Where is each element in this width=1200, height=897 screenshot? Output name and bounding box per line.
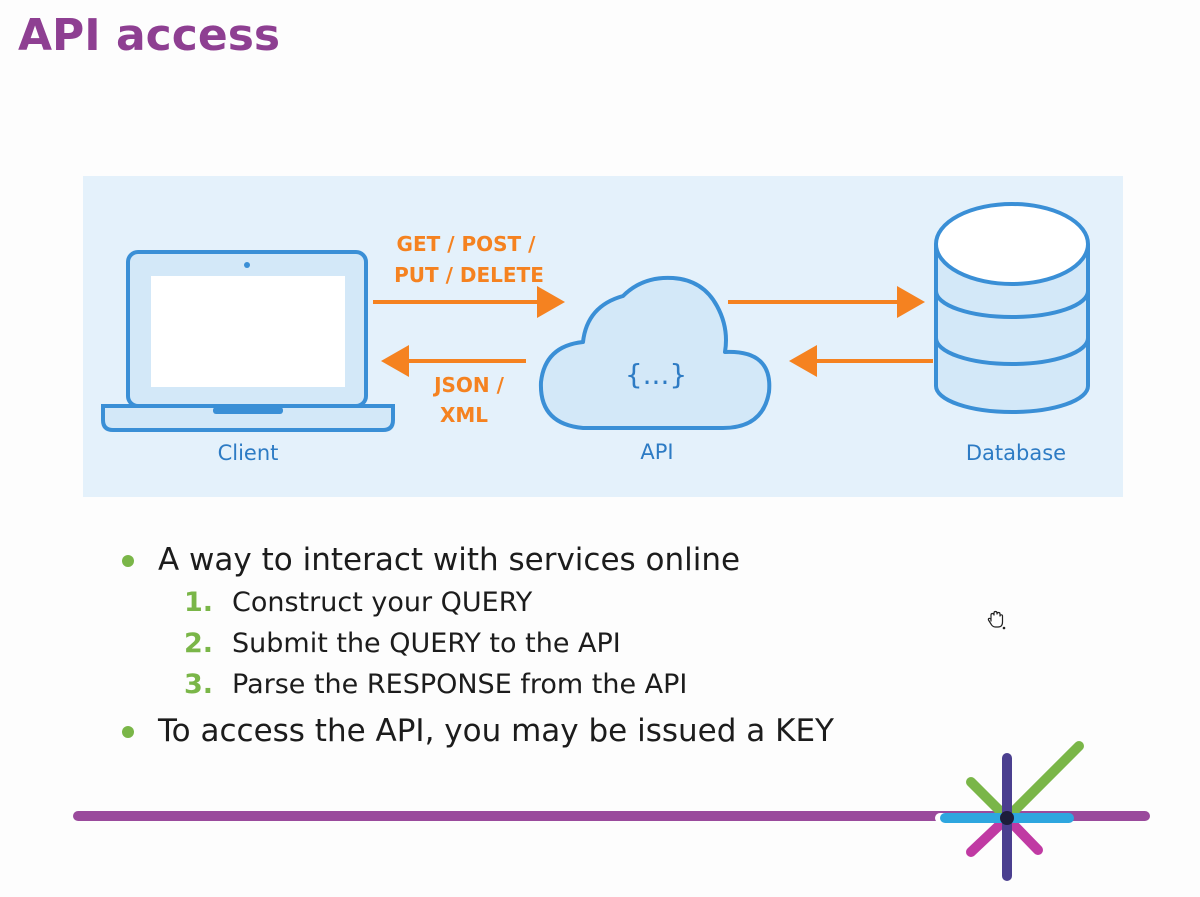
response-format-line-1: JSON / [432,373,505,397]
api-diagram: Client GET / POST / PUT / DELETE JSON / … [83,176,1123,497]
cloud-icon [538,275,772,430]
api-symbol: {...} [625,358,687,391]
bullet-list: A way to interact with services online 1… [118,538,834,753]
laptop-icon [101,250,395,432]
slide-title: API access [18,10,281,61]
request-methods-line-2: PUT / DELETE [394,263,544,287]
bullet-item: To access the API, you may be issued a K… [118,709,834,753]
request-methods-line-1: GET / POST / [397,232,537,256]
step-item: 2. Submit the QUERY to the API [158,623,834,664]
step-number: 3. [184,669,214,700]
step-text: Construct your QUERY [232,587,533,618]
step-text: Submit the QUERY to the API [232,628,621,659]
bullet-dot-icon [122,555,134,567]
client-label: Client [218,441,279,465]
step-item: 1. Construct your QUERY [158,582,834,623]
step-item: 3. Parse the RESPONSE from the API [158,664,834,705]
database-label: Database [966,441,1066,465]
bullet-item: A way to interact with services online 1… [118,538,834,705]
api-label: API [640,440,673,464]
step-number: 1. [184,587,214,618]
step-number: 2. [184,628,214,659]
step-list: 1. Construct your QUERY 2. Submit the QUER… [158,582,834,705]
response-format-line-2: XML [440,403,488,427]
step-text: Parse the RESPONSE from the API [232,669,688,700]
database-icon [934,202,1090,414]
hand-cursor-icon [985,609,1007,631]
bullet-text: To access the API, you may be issued a K… [158,713,834,749]
bullet-dot-icon [122,726,134,738]
footer-divider [73,811,1150,821]
bullet-text: A way to interact with services online [158,542,741,578]
institution-logo [935,736,1095,886]
